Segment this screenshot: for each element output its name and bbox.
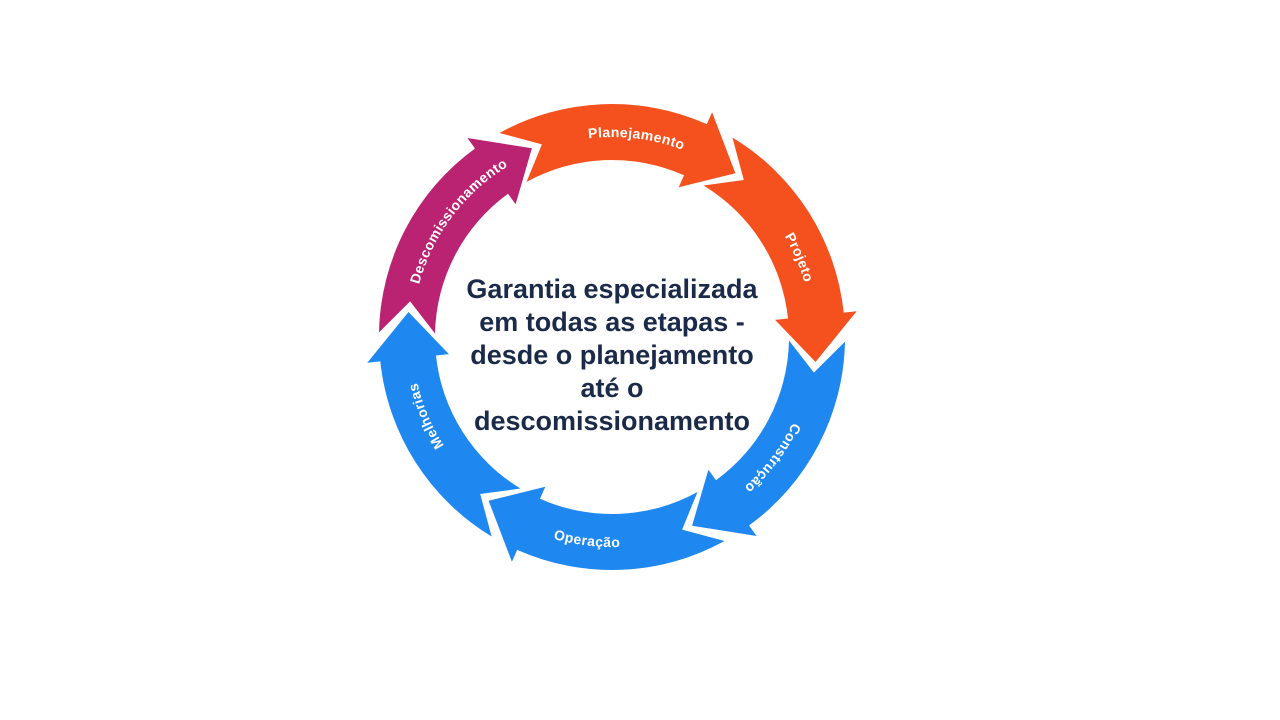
center-text-line: Garantia especializada	[466, 274, 758, 304]
center-text-line: desde o planejamento	[470, 340, 754, 370]
segment-descomissionamento	[379, 138, 532, 334]
segment-operacao	[488, 486, 725, 571]
segment-planejamento	[499, 103, 736, 188]
center-text-line: descomissionamento	[473, 406, 751, 436]
center-text-block: Garantia especializada em todas as etapa…	[412, 273, 812, 438]
segment-melhorias	[367, 312, 521, 537]
center-text-line: até o	[580, 373, 644, 403]
segment-construcao	[692, 340, 845, 536]
center-text-line: em todas as etapas -	[479, 307, 745, 337]
segment-projeto	[703, 137, 857, 362]
